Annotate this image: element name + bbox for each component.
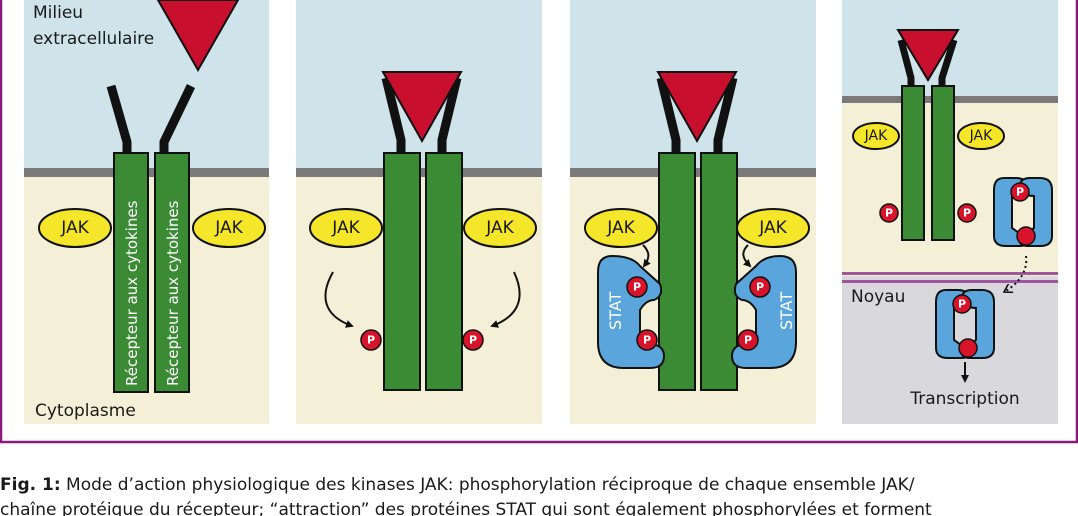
cytokine: [656, 71, 738, 144]
panel-3: JAK JAK STAT STAT P P P P: [570, 0, 816, 424]
stat-dimer-nucleus: P: [935, 289, 995, 359]
receptor-chain-right: [154, 152, 190, 393]
phosphorylation-arrow-left: [324, 271, 354, 328]
phosphorylation-arrow-right: [742, 244, 752, 268]
phospho-group: [360, 329, 382, 351]
caption-line-2: chaîne protéique du récepteur; “attracti…: [0, 500, 932, 516]
jak-right: [957, 122, 1005, 150]
milieu-label: Milieu: [33, 3, 83, 23]
phospho-group: [952, 294, 972, 314]
jak-label: JAK: [485, 218, 514, 238]
phospho-group: [749, 276, 771, 298]
panel-4: JAK JAK P P P Noyau P Transcription: [842, 0, 1058, 424]
phospho-label: P: [633, 281, 641, 294]
figure-frame: [0, 0, 1078, 444]
nuclear-membrane: [842, 280, 1058, 283]
cytokine: [156, 0, 240, 73]
receptor-chain-right: [700, 152, 738, 391]
jak-left: [38, 208, 112, 248]
phospho-group: [626, 276, 648, 298]
noyau-label: Noyau: [851, 287, 905, 307]
phospho-label: P: [367, 334, 375, 347]
receptor-arm-right: [938, 38, 958, 87]
cytokine: [896, 29, 960, 82]
receptor-arm-right: [159, 84, 196, 153]
receptor-arm-left: [106, 84, 132, 153]
jak-label: JAK: [969, 128, 993, 144]
figure-caption: Fig. 1: Mode d’action physiologique des …: [0, 473, 1078, 516]
phosphorylation-arrow-right: [490, 271, 521, 328]
stat-label-right: STAT: [777, 292, 796, 330]
cytokine: [381, 71, 463, 144]
receptor-chain-left: [658, 152, 696, 391]
receptor-arm-right: [713, 76, 738, 153]
jak-label: JAK: [758, 218, 787, 238]
phospho-label: P: [958, 298, 966, 311]
jak-label: JAK: [606, 218, 635, 238]
phospho-group: [636, 329, 658, 351]
jak-left: [584, 208, 658, 248]
phospho-group: [957, 203, 977, 223]
jak-right: [192, 208, 266, 248]
jak-label: JAK: [331, 218, 360, 238]
phospho-label: P: [1016, 186, 1024, 199]
jak-left: [309, 208, 383, 248]
phospho-group: [1010, 182, 1030, 202]
panel-2: JAK JAK P P: [296, 0, 542, 424]
jak-label: JAK: [60, 218, 89, 238]
milieu-label-2: extracellulaire: [33, 29, 154, 49]
phospho-group: [462, 329, 484, 351]
receptor-arm-right: [437, 76, 462, 153]
stat-dimer: P: [993, 177, 1053, 247]
receptor-chain-left: [383, 152, 421, 391]
nuclear-membrane: [842, 272, 1058, 275]
phospho-label: P: [885, 207, 893, 220]
transcription-label: Transcription: [909, 389, 1019, 409]
caption-text-1: Mode d’action physiologique des kinases …: [66, 475, 915, 495]
caption-line-1: Fig. 1: Mode d’action physiologique des …: [0, 473, 1078, 498]
phospho-group: [879, 203, 899, 223]
receptor-label-left: Récepteur aux cytokines: [123, 200, 141, 386]
phospho-group-unlabeled: [1016, 226, 1036, 246]
phosphorylation-arrow-left: [642, 244, 651, 268]
jak-label: JAK: [214, 218, 243, 238]
jak-label: JAK: [864, 128, 888, 144]
receptor-arm-left: [381, 76, 406, 153]
receptor-chain-right: [425, 152, 463, 391]
receptor-chain-left: [113, 152, 149, 393]
phospho-label: P: [643, 334, 651, 347]
phospho-group-unlabeled: [958, 338, 978, 358]
jak-left: [852, 122, 900, 150]
phospho-label: P: [744, 334, 752, 347]
panel-1: Milieu extracellulaire Cytoplasme Récept…: [24, 0, 269, 424]
receptor-arm-left: [656, 76, 681, 153]
cytoplasme-label: Cytoplasme: [35, 401, 136, 421]
receptor-chain-left: [901, 85, 925, 241]
jak-right: [736, 208, 810, 248]
phospho-label: P: [963, 207, 971, 220]
phospho-group: [737, 329, 759, 351]
receptor-chain-right: [931, 85, 955, 241]
stat-label-left: STAT: [606, 292, 625, 330]
translocation-arrow: [1004, 255, 1028, 292]
caption-fig-label: Fig. 1:: [0, 475, 61, 495]
receptor-arm-left: [897, 39, 915, 87]
phospho-label: P: [469, 334, 477, 347]
receptor-label-right: Récepteur aux cytokines: [164, 200, 182, 386]
phospho-label: P: [756, 281, 764, 294]
jak-right: [463, 208, 537, 248]
